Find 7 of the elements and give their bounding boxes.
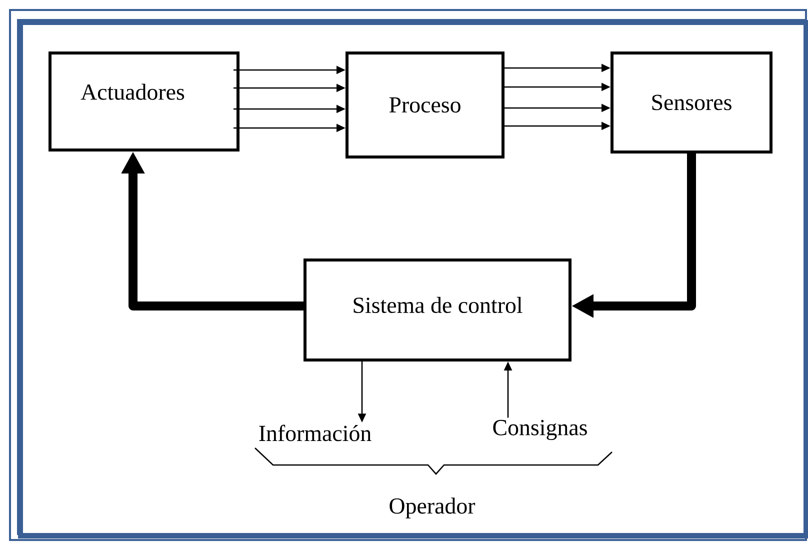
process-box: Sistema de control bbox=[304, 258, 572, 362]
node-label: Información bbox=[259, 424, 372, 442]
group-label: Operador bbox=[390, 498, 476, 518]
process-box: Sensores bbox=[610, 52, 772, 154]
process-box: Actuadores bbox=[48, 52, 240, 152]
process-box: Proceso bbox=[346, 52, 504, 158]
node-label: Consignas bbox=[493, 420, 587, 440]
